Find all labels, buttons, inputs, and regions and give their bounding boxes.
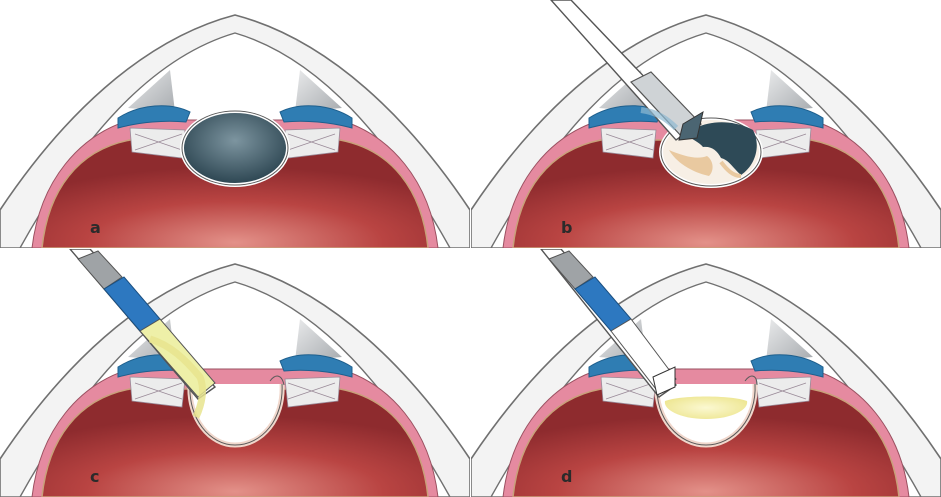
panel-label-d: d (561, 467, 572, 486)
eye-cross-section-b: b (471, 0, 941, 248)
panel-b: b (471, 0, 941, 248)
eye-cross-section-d: d (471, 249, 941, 497)
panel-a: a (0, 0, 470, 248)
panel-d: d (471, 249, 941, 497)
eye-cross-section-a: a (0, 0, 470, 248)
panel-label-a: a (90, 218, 101, 237)
eye-cross-section-c: c (0, 249, 470, 497)
panel-label-c: c (90, 467, 99, 486)
panel-c: c (0, 249, 470, 497)
panel-label-b: b (561, 218, 572, 237)
